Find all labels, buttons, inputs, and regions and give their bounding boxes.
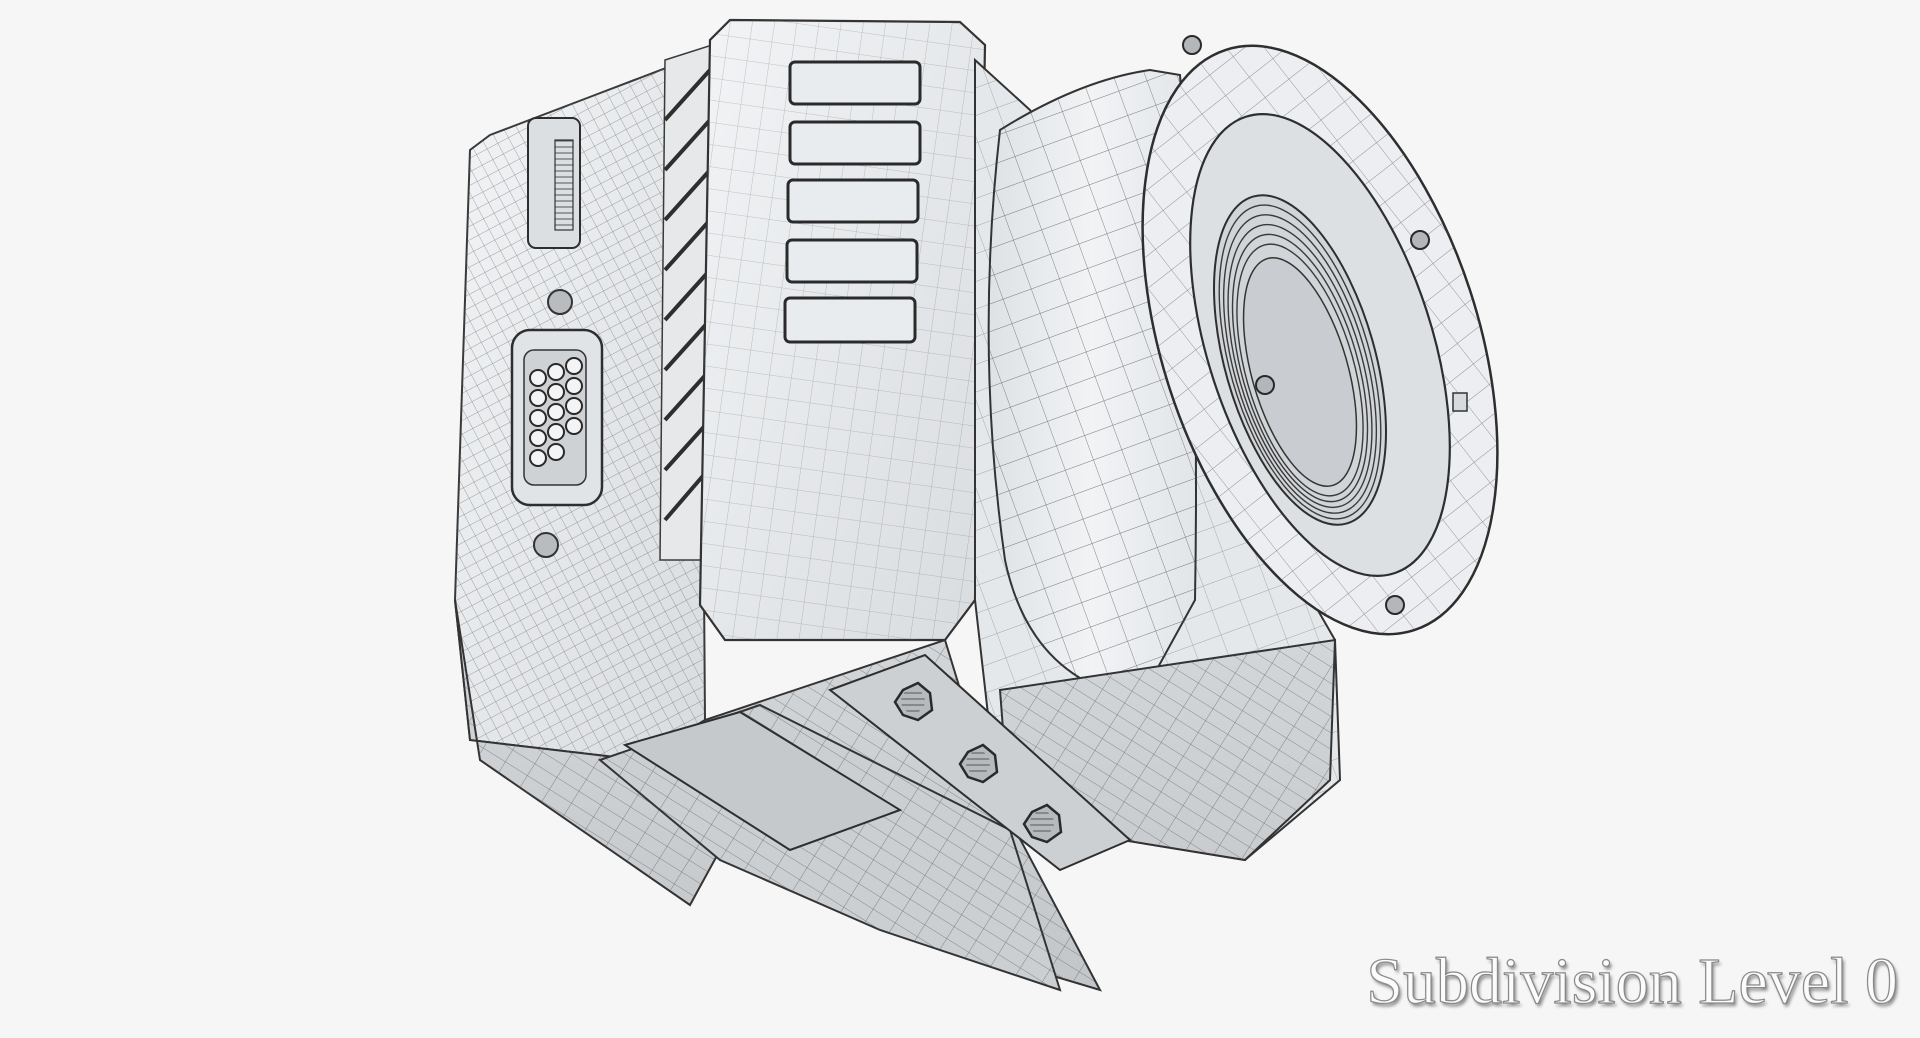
screw-icon [1182, 35, 1202, 55]
vent-slots [783, 60, 922, 344]
vent-slot-icon [786, 178, 920, 224]
vent-slot-icon [785, 238, 919, 284]
screw-icon [547, 289, 573, 315]
screw-icon [1385, 595, 1405, 615]
left-side-panel [453, 43, 713, 762]
vent-slot-icon [783, 296, 917, 344]
vent-slot-icon [788, 120, 922, 166]
screw-icon [1410, 230, 1430, 250]
vent-slot-icon [788, 60, 922, 106]
front-body-column [698, 18, 987, 642]
multi-pin-connector-icon [510, 328, 604, 507]
hdmi-port [527, 117, 581, 249]
bottom-plate [454, 599, 1337, 992]
lens-mount-icon [987, 35, 1499, 702]
screw-icon [533, 532, 559, 558]
subdivision-level-caption: Subdivision Level 0 [1366, 944, 1899, 1018]
screw-icon [1255, 375, 1275, 395]
